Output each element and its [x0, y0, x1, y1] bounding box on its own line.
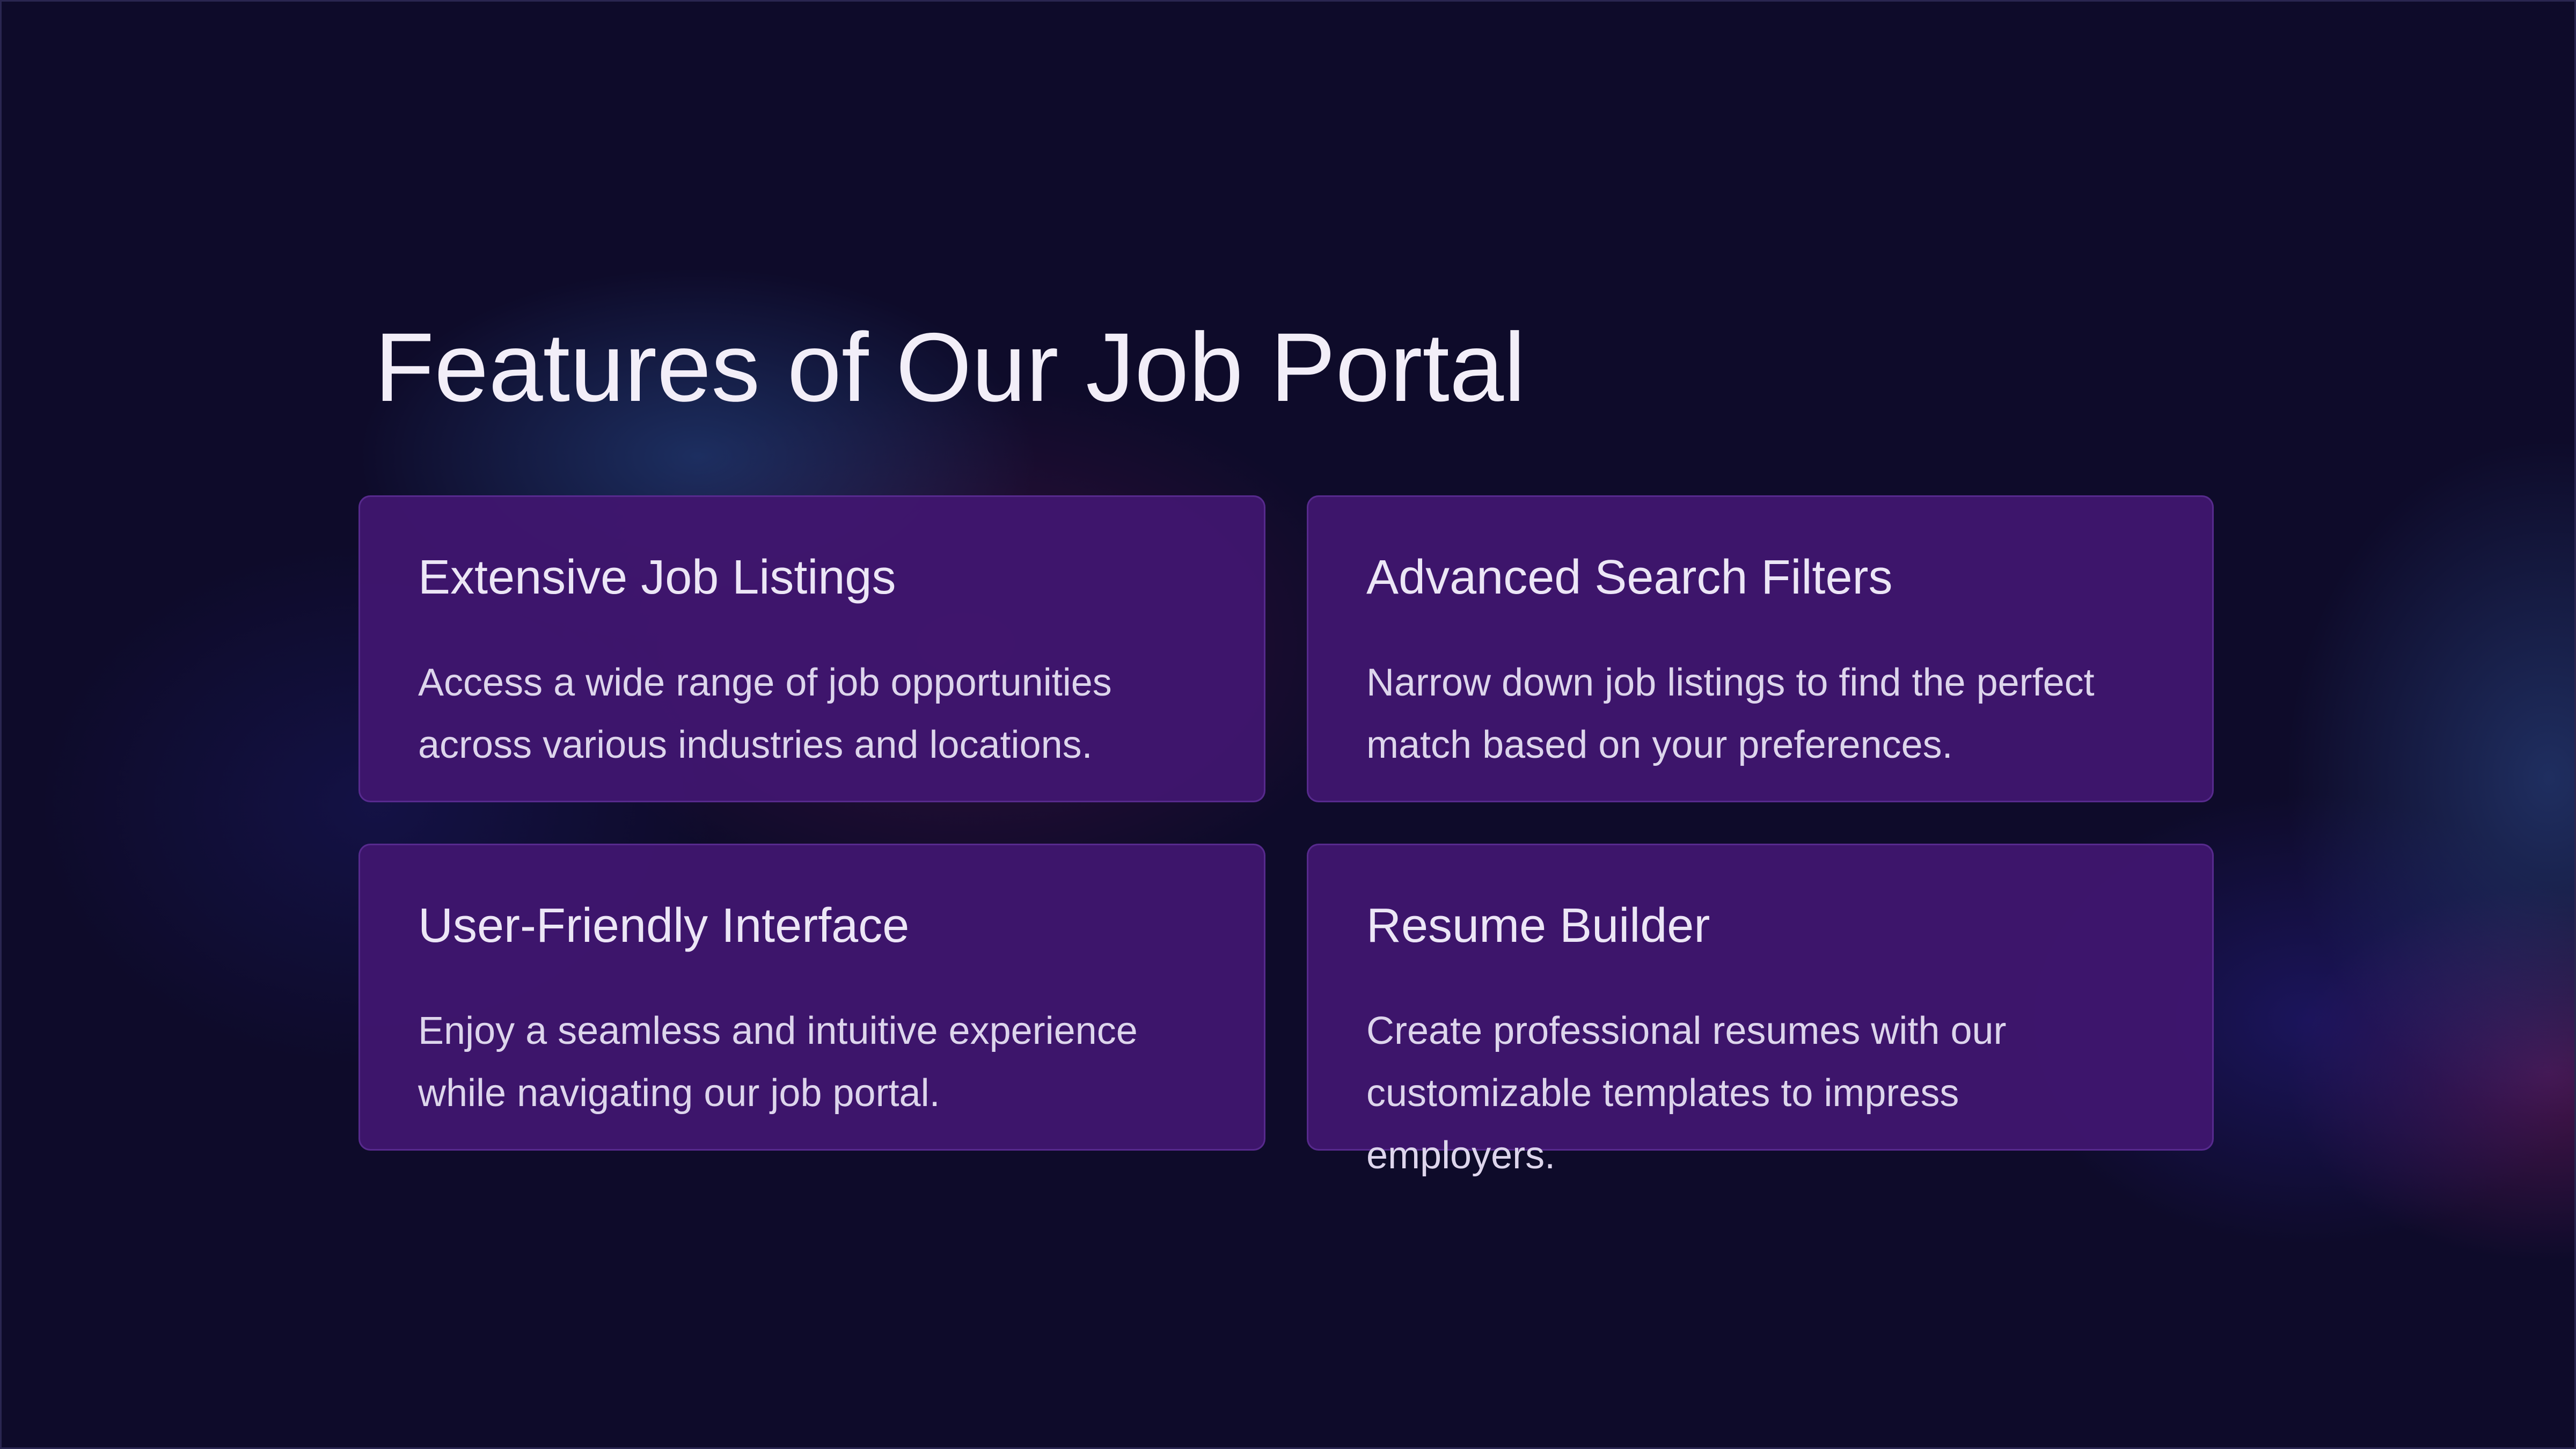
feature-title: Resume Builder: [1366, 899, 1710, 953]
feature-description: Create professional resumes with our cus…: [1366, 1009, 2007, 1177]
feature-description: Enjoy a seamless and intuitive experienc…: [418, 1009, 1138, 1115]
feature-card-search-filters: Advanced Search Filters Narrow down job …: [1307, 495, 2214, 802]
feature-card-job-listings: Extensive Job Listings Access a wide ran…: [358, 495, 1265, 802]
feature-card-user-friendly: User-Friendly Interface Enjoy a seamless…: [358, 844, 1265, 1151]
feature-card-resume-builder: Resume Builder Create professional resum…: [1307, 844, 2214, 1177]
feature-title: Extensive Job Listings: [418, 551, 896, 604]
feature-title: Advanced Search Filters: [1366, 551, 1893, 604]
feature-description: Narrow down job listings to find the per…: [1366, 661, 2095, 766]
feature-description: Access a wide range of job opportunities…: [418, 661, 1112, 766]
page-title: Features of Our Job Portal: [375, 312, 1526, 422]
feature-title: User-Friendly Interface: [418, 899, 910, 953]
